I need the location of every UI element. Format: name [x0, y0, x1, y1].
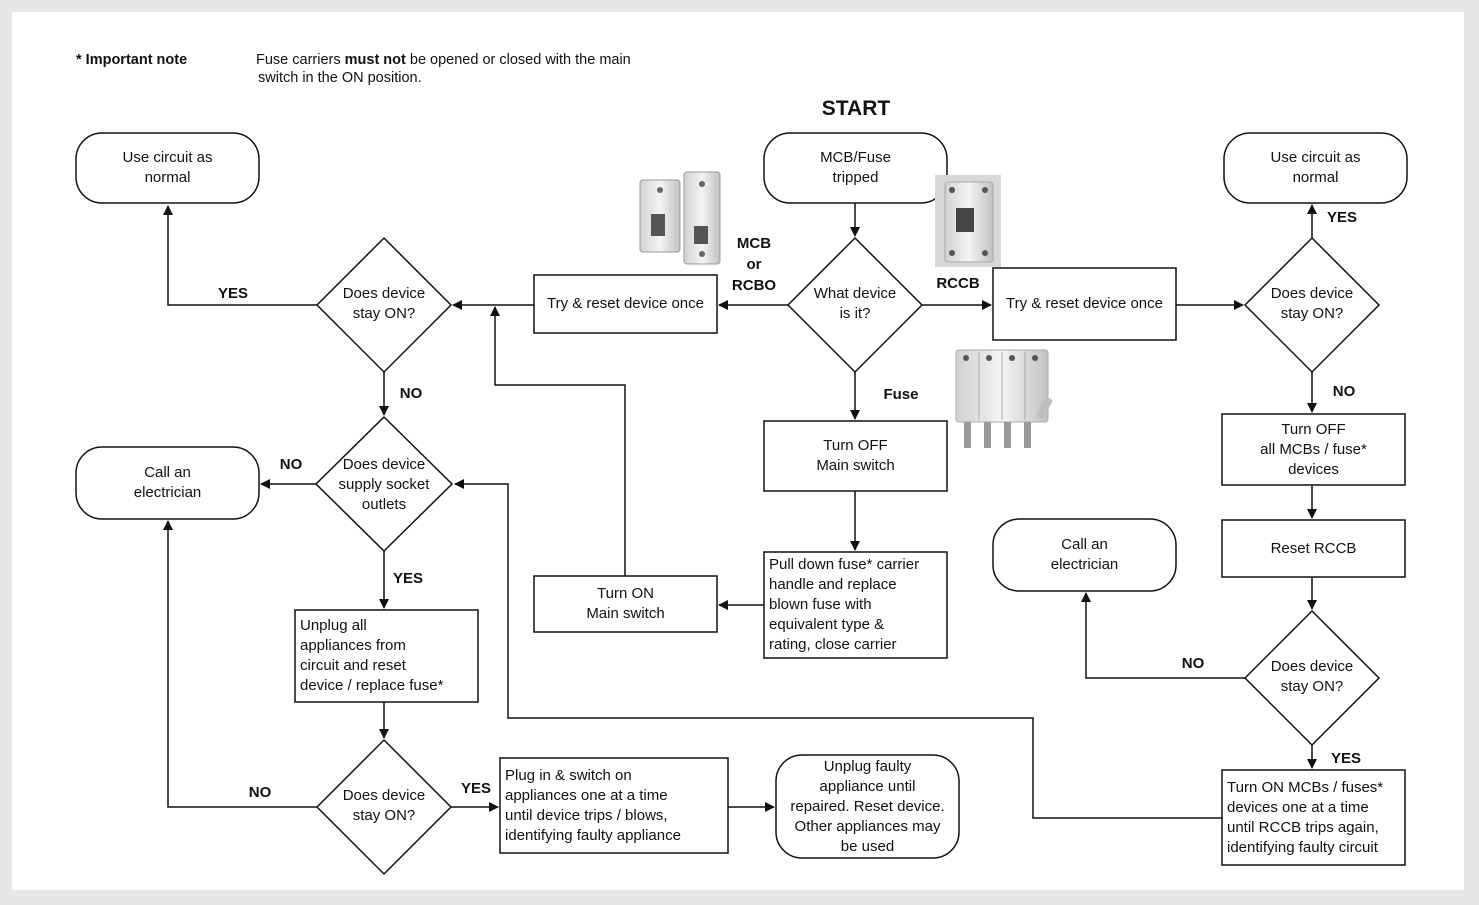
call-electrician-left-text: Call an electrician	[133, 464, 202, 501]
try-reset-left-text: Try & reset device once	[546, 295, 704, 312]
use-circuit-right-text: Use circuit as normal	[1270, 149, 1361, 186]
flowchart-frame: * Important note Fuse carriers must not …	[12, 12, 1464, 890]
turn-on-main-text: Turn ON Main switch	[586, 585, 665, 622]
reset-rccb-shape	[1221, 519, 1406, 578]
use-circuit-left-text: Use circuit as normal	[122, 149, 213, 186]
unplug-faulty-shape	[775, 754, 960, 859]
fuse-carrier-photo	[955, 349, 1053, 448]
stay-on-left-text: Does device stay ON?	[342, 285, 426, 322]
use-circuit-left-shape	[75, 132, 260, 204]
call-electrician-right-text: Call an electrician	[1050, 536, 1119, 573]
stay-on-rccb-text: Does device stay ON?	[1270, 658, 1354, 695]
label-yes-socket: YES	[393, 570, 423, 587]
label-yes-rccb: YES	[1331, 750, 1361, 767]
label-no-bottom: NO	[249, 784, 272, 801]
label-no-left: NO	[400, 385, 423, 402]
label-yes-left: YES	[218, 285, 248, 302]
turn-off-all-shape	[1221, 413, 1406, 486]
try-reset-right-shape	[992, 267, 1177, 341]
turn-off-main-text: Turn OFF Main switch	[816, 437, 895, 474]
reset-rccb-text: Reset RCCB	[1270, 539, 1357, 557]
stay-on-bottom-shape	[315, 738, 453, 876]
flowchart-diagram: MCB or RCBO RCCB Fuse YES NO YES NO NO Y…	[75, 132, 1408, 876]
start-text: MCB/Fuse tripped	[820, 149, 891, 186]
stay-on-bottom-text: Does device stay ON?	[342, 787, 426, 824]
label-no-socket: NO	[280, 456, 303, 473]
label-rccb: RCCB	[936, 275, 979, 292]
unplug-faulty-text: Unplug faulty appliance until repaired. …	[790, 757, 945, 855]
plug-in-text: Plug in & switch on appliances one at a …	[505, 766, 681, 844]
label-fuse: Fuse	[883, 386, 918, 403]
turn-off-all-text: Turn OFF all MCBs / fuse* devices	[1260, 420, 1367, 478]
socket-text: Does device supply socket outlets	[338, 456, 430, 513]
label-yes-bottom: YES	[461, 780, 491, 797]
plug-in-shape	[499, 757, 729, 854]
label-no-right: NO	[1333, 383, 1356, 400]
unplug-all-text: Unplug all appliances from circuit and r…	[300, 617, 444, 694]
what-device-text: What device is it?	[813, 285, 897, 322]
stay-on-right-text: Does device stay ON?	[1270, 285, 1354, 322]
label-rcbo: RCBO	[732, 277, 776, 294]
note-label: * Important note	[76, 52, 188, 68]
label-yes-right: YES	[1327, 209, 1357, 226]
call-electrician-left-shape	[75, 446, 260, 520]
start-heading: START	[821, 97, 891, 120]
mcb-rcbo-photo	[639, 171, 721, 265]
label-mcb: MCB	[737, 235, 771, 252]
label-no-rccb: NO	[1182, 655, 1205, 672]
rccb-photo	[935, 175, 1001, 267]
try-reset-right-text: Try & reset device once	[1005, 295, 1163, 312]
try-reset-left-shape	[533, 274, 718, 334]
label-or: or	[747, 256, 762, 273]
unplug-all-shape	[294, 609, 479, 703]
use-circuit-right-shape	[1223, 132, 1408, 204]
pull-down-fuse-text: Pull down fuse* carrier handle and repla…	[769, 556, 920, 653]
call-electrician-right-shape	[992, 518, 1177, 592]
note-text: Fuse carriers must not be opened or clos…	[256, 52, 631, 86]
turn-on-mcbs-text: Turn ON MCBs / fuses* devices one at a t…	[1227, 778, 1384, 856]
